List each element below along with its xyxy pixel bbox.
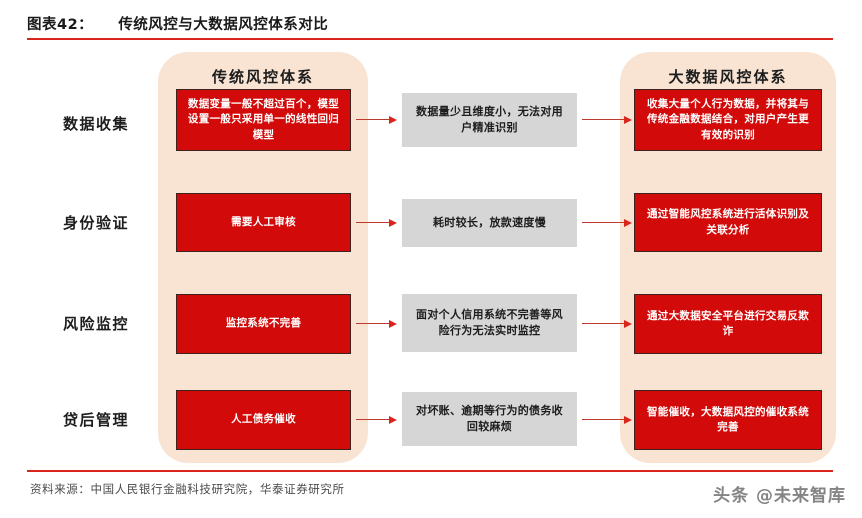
page-title: 图表42： 传统风控与大数据风控体系对比 <box>27 13 833 34</box>
traditional-column-header: 传统风控体系 <box>211 68 314 86</box>
bigdata-box-risk-monitoring: 通过大数据安全平台进行交易反欺诈 <box>634 294 822 354</box>
arrow-traditional-to-consequence-4 <box>356 415 397 425</box>
traditional-box-identity-verification: 需要人工审核 <box>176 193 351 252</box>
footer-divider <box>27 470 833 472</box>
bigdata-box-identity-verification: 通过智能风控系统进行活体识别及关联分析 <box>634 193 822 252</box>
arrow-consequence-to-bigdata-4 <box>582 415 632 425</box>
arrow-traditional-to-consequence-2 <box>356 218 397 228</box>
consequence-box-identity-verification: 耗时较长，放款速度慢 <box>402 199 577 247</box>
consequence-box-risk-monitoring: 面对个人信用系统不完善等风险行为无法实时监控 <box>402 294 577 352</box>
arrow-traditional-to-consequence-1 <box>356 115 397 125</box>
source-note: 资料来源：中国人民银行金融科技研究院，华泰证券研究所 <box>30 482 345 496</box>
traditional-box-data-collection: 数据变量一般不超过百个，模型设置一般只采用单一的线性回归模型 <box>176 89 351 151</box>
traditional-box-post-loan-management: 人工债务催收 <box>176 390 351 450</box>
arrow-consequence-to-bigdata-1 <box>582 115 632 125</box>
traditional-box-risk-monitoring: 监控系统不完善 <box>176 294 351 354</box>
title-divider <box>27 38 833 40</box>
arrow-traditional-to-consequence-3 <box>356 319 397 329</box>
figure-label: 图表42： <box>27 17 94 33</box>
row-label-identity-verification: 身份验证 <box>62 214 129 232</box>
consequence-box-post-loan-management: 对坏账、逾期等行为的债务收回较麻烦 <box>402 392 577 446</box>
watermark-label: 头条 @未来智库 <box>713 486 846 506</box>
row-label-post-loan-management: 贷后管理 <box>62 411 129 429</box>
row-label-data-collection: 数据收集 <box>62 115 129 133</box>
figure-title: 传统风控与大数据风控体系对比 <box>118 17 329 33</box>
bigdata-box-post-loan-management: 智能催收，大数据风控的催收系统完善 <box>634 390 822 450</box>
row-label-risk-monitoring: 风险监控 <box>62 315 129 333</box>
arrow-consequence-to-bigdata-2 <box>582 218 632 228</box>
arrow-consequence-to-bigdata-3 <box>582 319 632 329</box>
bigdata-column-header: 大数据风控体系 <box>668 68 788 86</box>
consequence-box-data-collection: 数据量少且维度小，无法对用户精准识别 <box>402 93 577 147</box>
bigdata-box-data-collection: 收集大量个人行为数据，并将其与传统金融数据结合，对用户产生更有效的识别 <box>634 89 822 151</box>
figure-title-bar: 图表42： 传统风控与大数据风控体系对比 <box>27 13 833 41</box>
